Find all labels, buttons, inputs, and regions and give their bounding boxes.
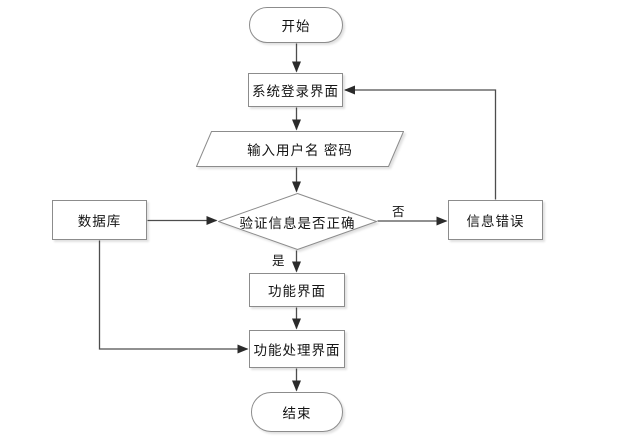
node-start-label: 开始 bbox=[281, 19, 311, 34]
diamond-shape bbox=[218, 193, 377, 250]
edge-label-yes: 是 bbox=[272, 254, 285, 268]
node-info-error: 信息错误 bbox=[448, 200, 543, 240]
node-verify-decision-label: 验证信息是否正确 bbox=[239, 215, 356, 231]
node-function-process-screen-label: 功能处理界面 bbox=[253, 343, 341, 358]
node-database-label: 数据库 bbox=[77, 214, 122, 229]
edge-label-no: 否 bbox=[392, 205, 405, 219]
node-login-screen-label: 系统登录界面 bbox=[252, 84, 339, 99]
node-function-process-screen: 功能处理界面 bbox=[249, 330, 345, 368]
node-info-error-label: 信息错误 bbox=[466, 214, 525, 229]
parallelogram-shape bbox=[196, 131, 404, 167]
node-database: 数据库 bbox=[52, 200, 147, 240]
edge-database-to-process bbox=[98, 240, 249, 354]
node-input-credentials: 输入用户名 密码 bbox=[196, 131, 404, 167]
node-end: 结束 bbox=[251, 392, 343, 432]
node-start: 开始 bbox=[249, 7, 343, 43]
node-function-screen: 功能界面 bbox=[249, 273, 345, 307]
node-function-screen-label: 功能界面 bbox=[268, 284, 326, 299]
edge-error-to-login bbox=[344, 85, 497, 200]
node-login-screen: 系统登录界面 bbox=[248, 73, 343, 107]
node-end-label: 结束 bbox=[282, 406, 312, 421]
node-input-credentials-label: 输入用户名 密码 bbox=[247, 143, 353, 158]
node-verify-decision: 验证信息是否正确 bbox=[218, 193, 377, 250]
